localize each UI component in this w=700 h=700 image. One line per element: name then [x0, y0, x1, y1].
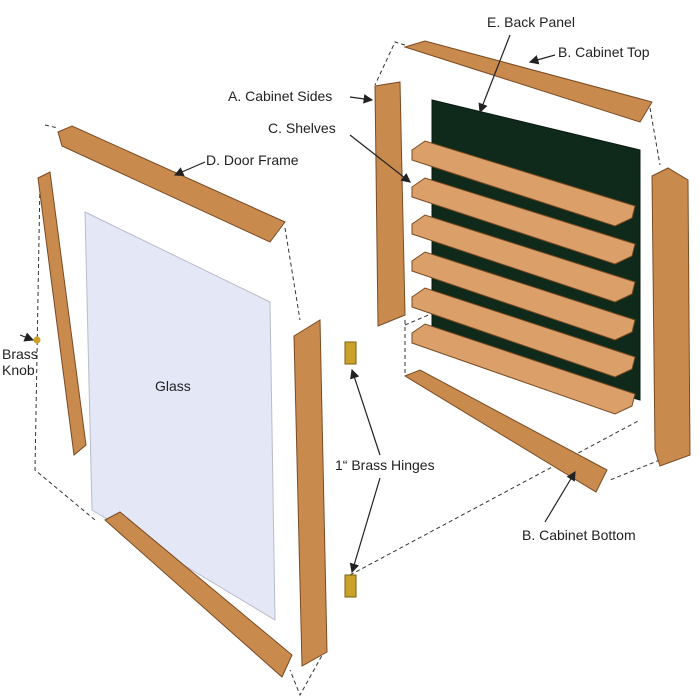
label-cabinet-bottom: B. Cabinet Bottom — [522, 527, 636, 543]
door-frame-bottom — [104, 511, 293, 678]
door-frame-left — [37, 171, 87, 456]
label-glass: Glass — [155, 378, 191, 394]
brass-hinge-bottom — [344, 574, 357, 598]
cabinet-side-left — [374, 81, 406, 327]
cabinet-side-right — [651, 167, 691, 467]
cabinet-bottom — [403, 369, 608, 493]
shelves — [411, 140, 636, 415]
cabinet-top — [403, 40, 653, 123]
label-brass-knob-1: Brass — [2, 346, 38, 362]
label-back-panel: E. Back Panel — [487, 14, 575, 30]
label-brass-knob-2: Knob — [2, 362, 35, 378]
glass-panel — [84, 211, 276, 621]
label-cabinet-sides: A. Cabinet Sides — [228, 88, 333, 104]
brass-knob — [33, 336, 41, 344]
door-frame-top — [57, 125, 286, 243]
cabinet-outline — [349, 41, 661, 576]
door-frame-right — [293, 319, 328, 667]
label-shelves: C. Shelves — [268, 120, 336, 136]
label-brass-hinges: 1“ Brass Hinges — [335, 457, 435, 473]
label-door-frame: D. Door Frame — [206, 152, 299, 168]
brass-hinge-top — [344, 341, 357, 365]
label-cabinet-top: B. Cabinet Top — [558, 44, 650, 60]
